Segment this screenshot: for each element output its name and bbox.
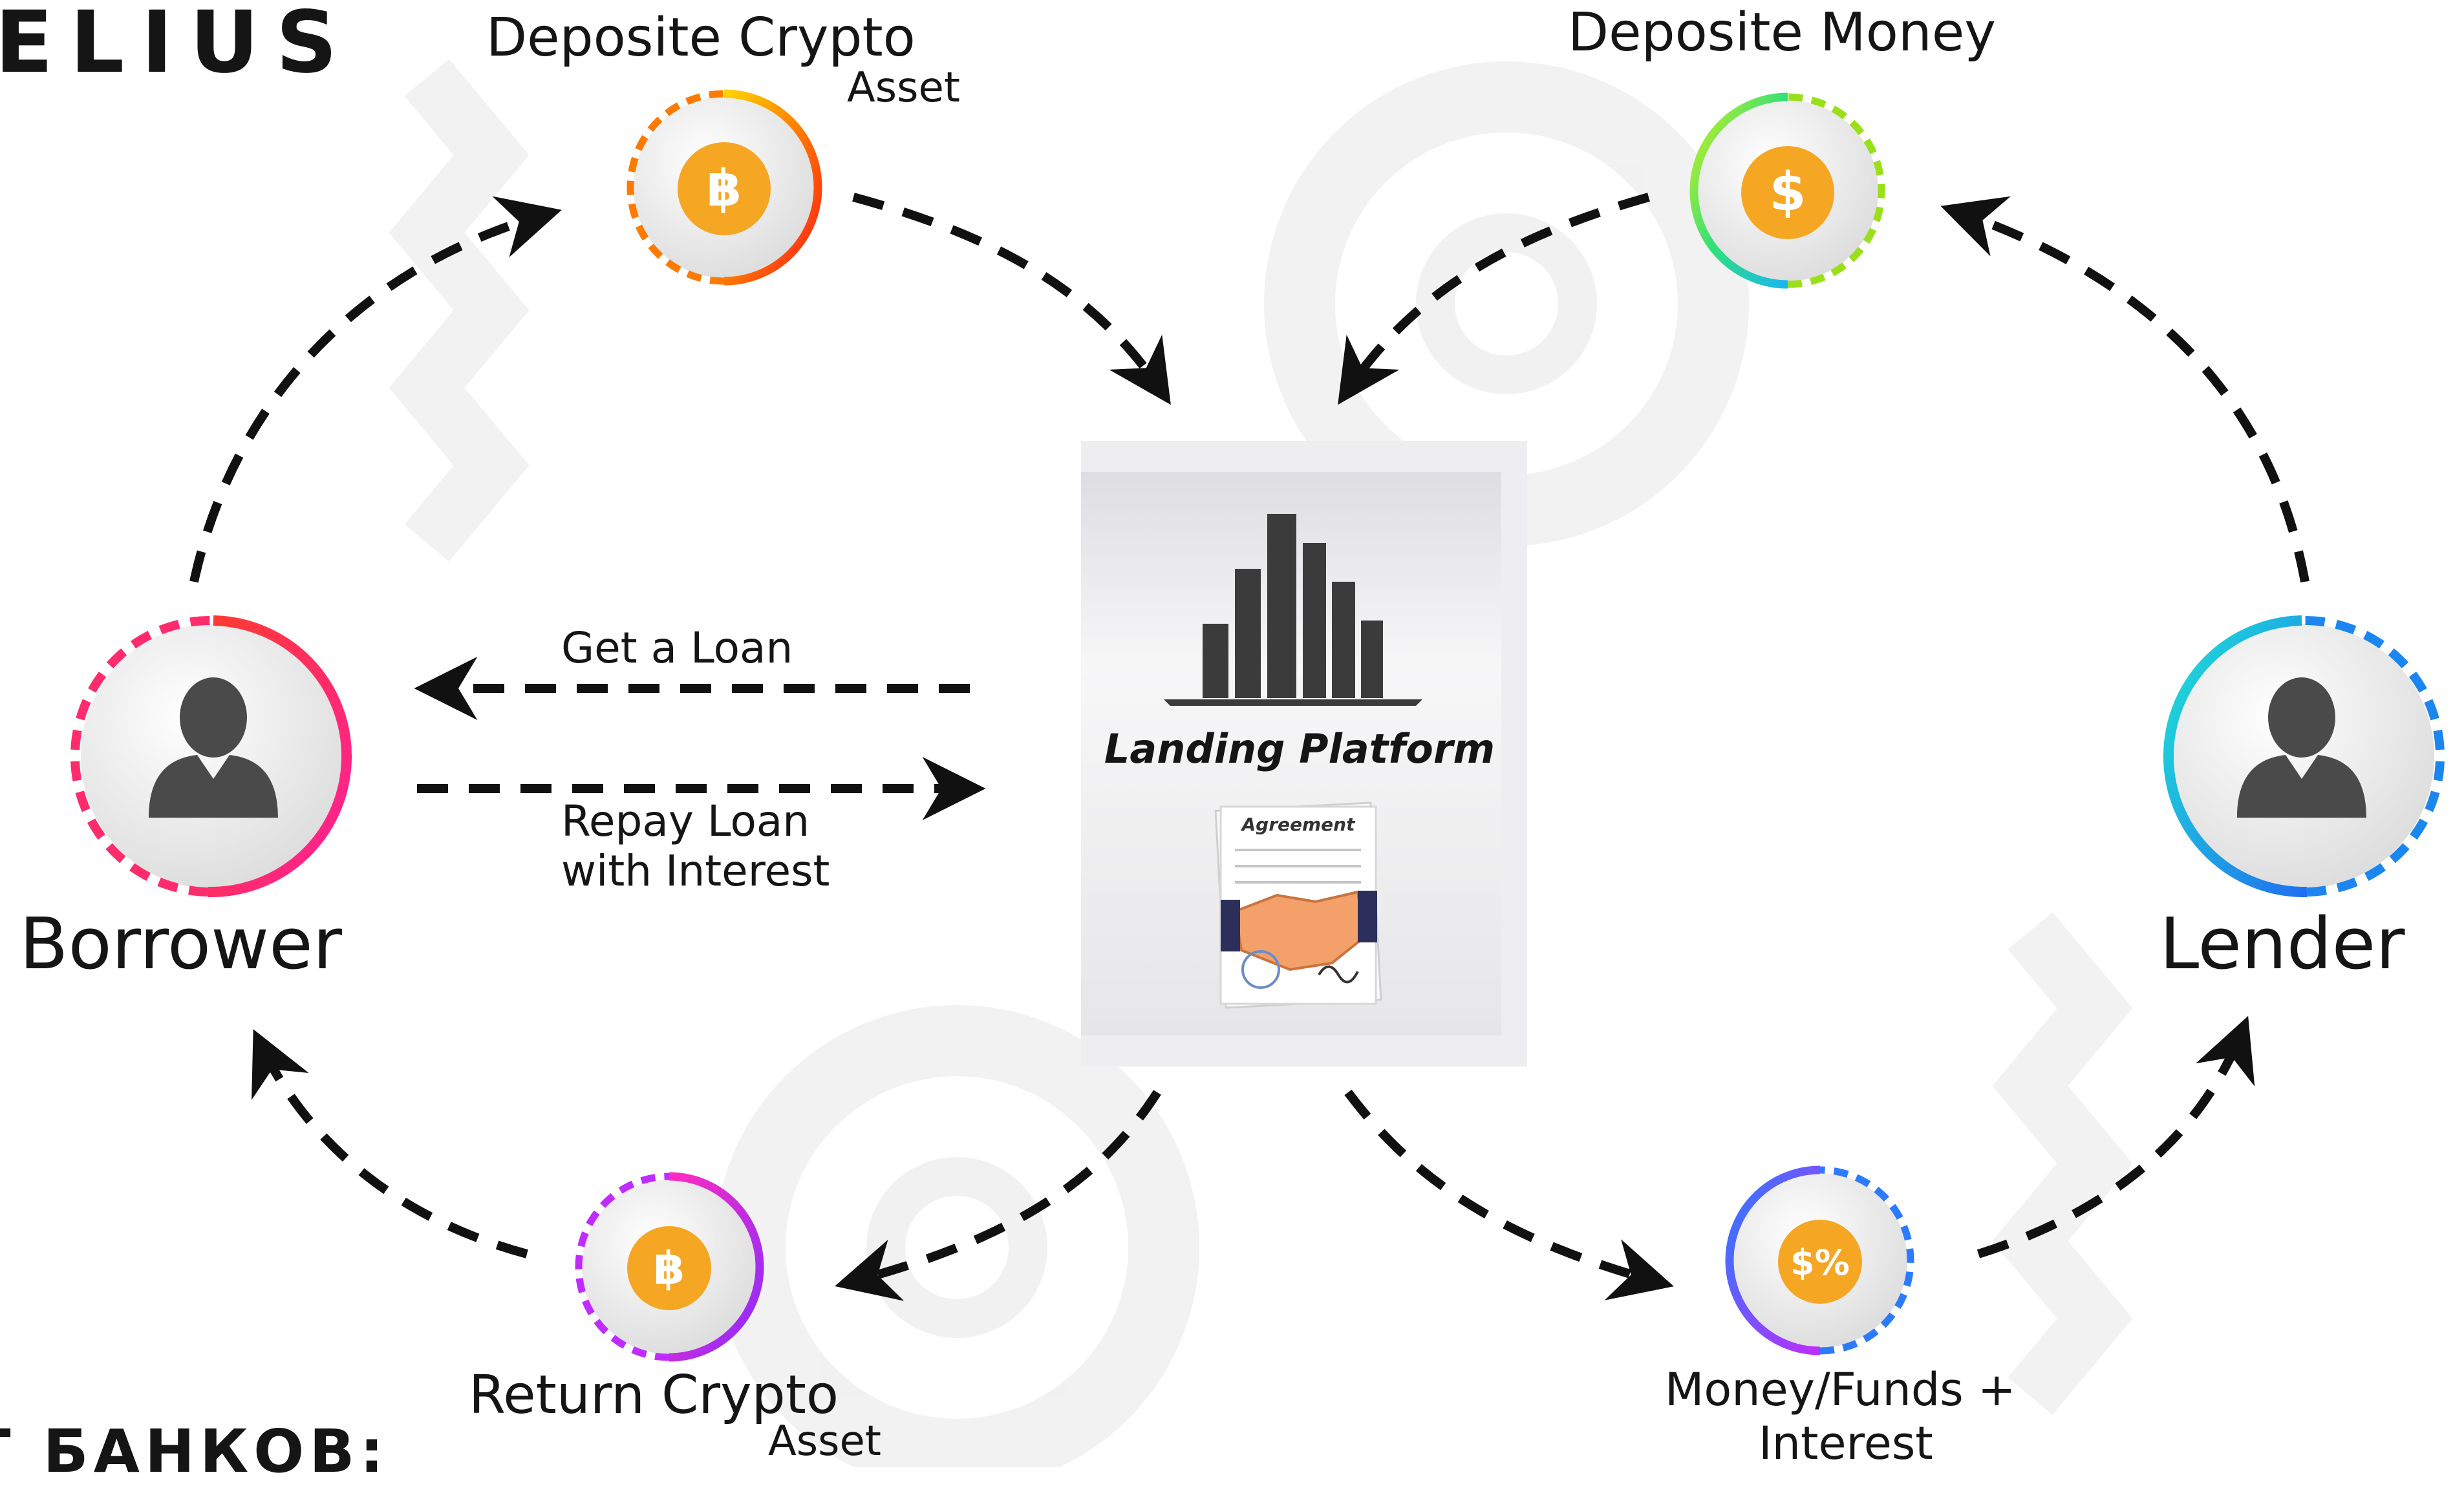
deposit-crypto-node[interactable]: ฿	[627, 89, 822, 286]
return-crypto-label: Return Crypto	[469, 1364, 839, 1426]
arrow-money-interest-to-lender	[1977, 1015, 2255, 1258]
return-crypto-symbol: ฿	[654, 1242, 685, 1295]
arrow-deposit-crypto-to-platform	[852, 193, 1171, 405]
return-crypto-node[interactable]: ฿	[575, 1172, 764, 1362]
get-loan-label: Get a Loan	[561, 623, 793, 673]
deposit-crypto-sublabel: Asset	[847, 64, 960, 112]
agreement-document: Agreement	[1214, 801, 1382, 1009]
handshake-icon	[1221, 890, 1377, 971]
deposit-money-symbol: $	[1769, 162, 1806, 223]
bitcoin-icon	[678, 142, 771, 235]
money-interest-label-line2: Interest	[1759, 1417, 1933, 1470]
return-crypto-sublabel: Asset	[768, 1417, 881, 1465]
money-interest-symbol: $%	[1790, 1242, 1850, 1283]
dollar-icon	[1741, 146, 1834, 239]
building-icon	[1164, 514, 1422, 706]
borrower-label: Borrower	[19, 902, 343, 985]
agreement-label: Agreement	[1241, 814, 1356, 835]
arrow-borrower-to-deposit-crypto	[189, 196, 562, 583]
deposit-money-label: Deposite Money	[1568, 2, 1996, 63]
businessman-icon	[2237, 677, 2366, 818]
repay-loan-label-line1: Repay Loan	[561, 796, 810, 846]
lender-label: Lender	[2159, 902, 2405, 985]
footer-caption: Г БАНКОВ:	[0, 1417, 389, 1486]
signature-icon	[1318, 965, 1359, 984]
landing-platform-panel: Landing Platform Agreement	[1081, 441, 1527, 1067]
repay-loan-label-line2: with Interest	[561, 846, 830, 896]
arrow-platform-to-money-interest	[1344, 1089, 1674, 1300]
deposit-crypto-label: Deposite Crypto	[486, 7, 916, 69]
money-interest-label-line1: Money/Funds +	[1665, 1363, 2016, 1416]
flow-arrows	[189, 193, 2309, 1301]
brand-logo: ELIUS	[0, 0, 354, 92]
deposit-money-node[interactable]: $	[1689, 92, 1885, 289]
arrow-lender-to-deposit-money	[1940, 196, 2309, 583]
bitcoin-icon	[627, 1226, 711, 1310]
seal-icon	[1241, 950, 1280, 989]
arrow-platform-to-return-crypto	[835, 1090, 1161, 1301]
businessman-icon	[149, 677, 278, 818]
arrow-deposit-money-to-platform	[1338, 193, 1650, 405]
money-interest-node[interactable]: $%	[1725, 1165, 1914, 1355]
lender-node[interactable]	[2163, 615, 2445, 898]
borrower-node[interactable]	[70, 615, 352, 898]
deposit-crypto-symbol: ฿	[707, 160, 742, 218]
dollar-percent-icon	[1778, 1220, 1862, 1304]
platform-title: Landing Platform	[1104, 725, 1495, 772]
arrow-return-crypto-to-borrower	[252, 1029, 528, 1258]
